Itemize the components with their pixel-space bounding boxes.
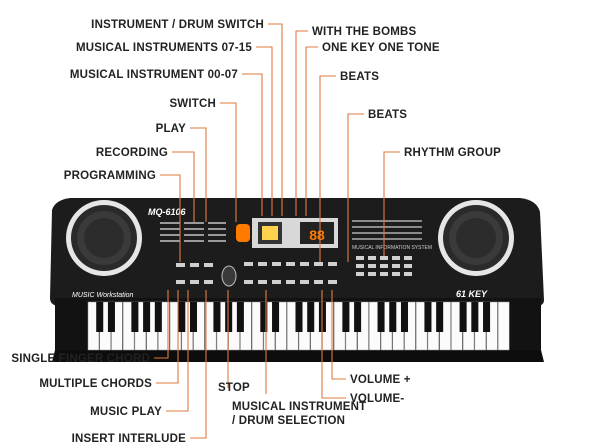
- label-instrument-drum-selection-1: MUSICAL INSTRUMENT: [232, 401, 366, 413]
- lcd-display: 88: [252, 218, 338, 248]
- black-key[interactable]: [260, 302, 268, 332]
- right-speaker: [438, 200, 514, 276]
- black-key[interactable]: [236, 302, 244, 332]
- display-digits: 88: [309, 227, 325, 243]
- label-instrument-drum-switch: INSTRUMENT / DRUM SWITCH: [91, 19, 264, 31]
- leader-lines: [154, 23, 400, 439]
- black-key[interactable]: [143, 302, 151, 332]
- black-key[interactable]: [307, 302, 315, 332]
- label-play: PLAY: [156, 123, 187, 135]
- black-key[interactable]: [342, 302, 350, 332]
- label-beats-1: BEATS: [340, 71, 379, 83]
- black-key[interactable]: [389, 302, 397, 332]
- label-programming: PROGRAMMING: [64, 170, 156, 182]
- label-volume-down: VOLUME-: [350, 393, 404, 405]
- label-one-key-one-tone: ONE KEY ONE TONE: [322, 42, 440, 54]
- label-beats-2: BEATS: [368, 109, 407, 121]
- label-music-play: MUSIC PLAY: [90, 406, 162, 418]
- black-key[interactable]: [424, 302, 432, 332]
- black-key[interactable]: [189, 302, 198, 332]
- control-buttons[interactable]: [176, 262, 337, 284]
- label-multiple-chords: MULTIPLE CHORDS: [39, 378, 152, 390]
- label-with-the-bombs: WITH THE BOMBS: [312, 26, 417, 38]
- black-key[interactable]: [131, 302, 139, 332]
- instrument-drum-switch-button[interactable]: [236, 224, 250, 242]
- brand-label: MUSIC Workstation: [72, 292, 134, 299]
- key-count-badge: 61 KEY: [456, 289, 488, 299]
- label-insert-interlude: INSERT INTERLUDE: [72, 433, 186, 445]
- white-key[interactable]: [498, 301, 510, 351]
- label-rhythm-group: RHYTHM GROUP: [404, 147, 501, 159]
- model-label: MQ-6106: [148, 207, 187, 217]
- black-key[interactable]: [213, 302, 221, 332]
- black-key[interactable]: [96, 302, 104, 332]
- black-key[interactable]: [436, 302, 444, 332]
- black-key[interactable]: [471, 302, 479, 332]
- label-recording: RECORDING: [96, 147, 168, 159]
- black-key[interactable]: [459, 302, 467, 332]
- black-key[interactable]: [400, 302, 409, 332]
- black-key[interactable]: [272, 302, 280, 332]
- black-key[interactable]: [354, 302, 362, 332]
- black-key[interactable]: [295, 302, 303, 332]
- black-key[interactable]: [225, 302, 233, 332]
- label-single-finger-chord: SINGLE FINGER CHORD: [11, 353, 150, 365]
- black-key[interactable]: [154, 302, 162, 332]
- label-switch: SWITCH: [169, 98, 216, 110]
- rhythm-button-grid[interactable]: [356, 256, 412, 276]
- label-volume-up: VOLUME +: [350, 374, 411, 386]
- panel-heading: MUSICAL INFORMATION SYSTEM: [352, 245, 432, 251]
- instrument-list: [160, 222, 226, 242]
- black-key[interactable]: [107, 302, 115, 332]
- label-instrument-drum-selection-2: / DRUM SELECTION: [232, 415, 345, 427]
- label-musical-instrument-00-07: MUSICAL INSTRUMENT 00-07: [70, 69, 238, 81]
- black-key[interactable]: [377, 302, 385, 332]
- black-key[interactable]: [483, 302, 491, 332]
- rhythm-panel: [352, 220, 422, 240]
- black-key[interactable]: [178, 302, 186, 332]
- stop-knob[interactable]: [221, 265, 237, 287]
- label-stop: STOP: [218, 382, 250, 394]
- callout-labels: INSTRUMENT / DRUM SWITCH MUSICAL INSTRUM…: [11, 19, 501, 445]
- white-keys[interactable]: [87, 301, 510, 351]
- left-speaker: [66, 200, 142, 276]
- label-musical-instruments-07-15: MUSICAL INSTRUMENTS 07-15: [76, 42, 252, 54]
